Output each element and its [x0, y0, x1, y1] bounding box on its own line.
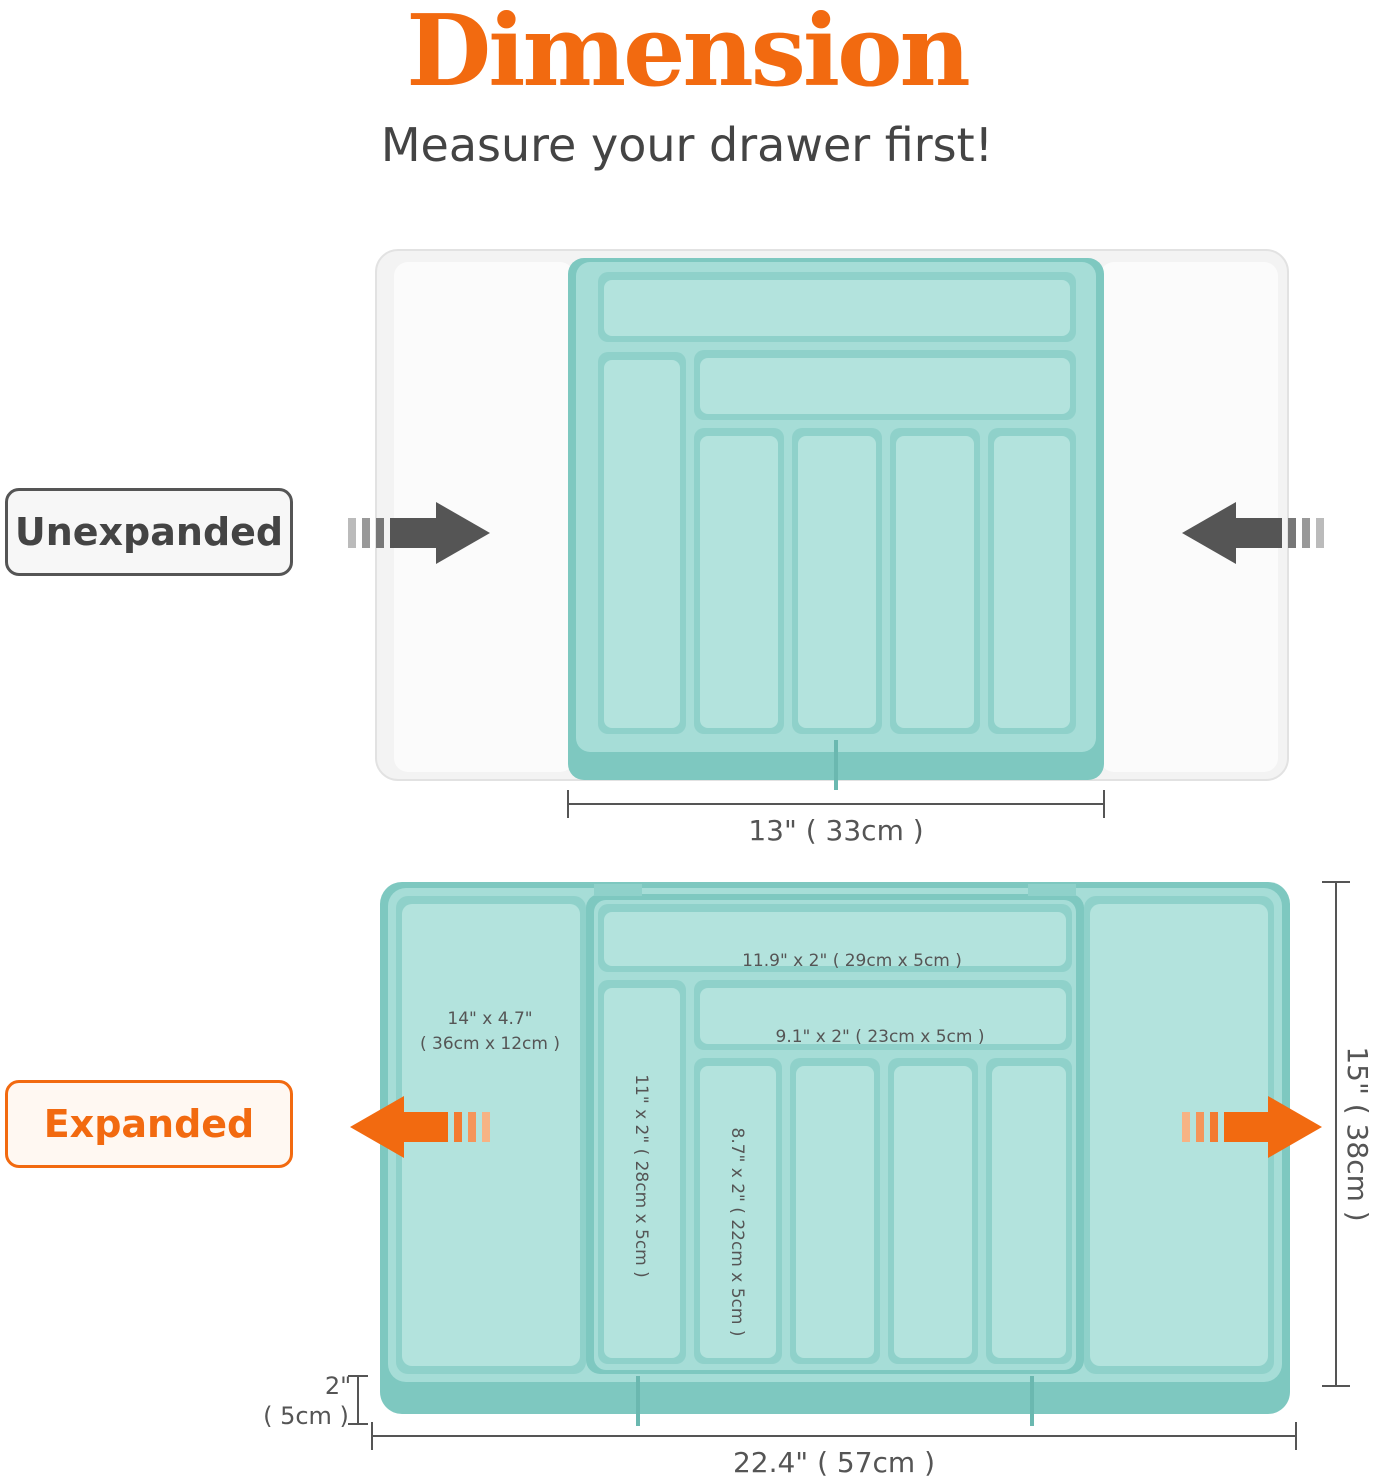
side-slot-label-line1: 14" x 4.7"	[447, 1009, 532, 1029]
collapse-arrow-left-icon	[348, 502, 490, 564]
unexpanded-tray	[375, 249, 1289, 790]
top-slot-label: 11.9" x 2" ( 29cm x 5cm )	[742, 951, 962, 971]
expand-arrow-left-icon	[350, 1096, 490, 1158]
expand-arrow-right-icon	[1182, 1096, 1322, 1158]
collapse-arrow-right-icon	[1182, 502, 1324, 564]
unexpanded-badge: Unexpanded	[5, 488, 293, 576]
page-subtitle: Measure your drawer first!	[380, 118, 994, 172]
expanded-badge: Expanded	[5, 1080, 293, 1168]
height-inch-label: 2"	[325, 1372, 351, 1400]
long-slot-label: 11" x 2" ( 28cm x 5cm )	[631, 1074, 651, 1278]
height-cm-label: ( 5cm )	[263, 1402, 349, 1430]
height-line	[348, 1375, 368, 1425]
expanded-tray	[380, 882, 1290, 1426]
middle-slot-label: 9.1" x 2" ( 23cm x 5cm )	[776, 1027, 985, 1047]
expanded-depth-line	[1322, 881, 1350, 1387]
unexpanded-width-label: 13" ( 33cm )	[748, 814, 923, 847]
expanded-width-line	[371, 1422, 1297, 1450]
utensil-slot-label: 8.7" x 2" ( 22cm x 5cm )	[727, 1128, 747, 1337]
page-title: Dimension	[406, 0, 971, 109]
unexpanded-width-line	[567, 790, 1105, 818]
expanded-width-label: 22.4" ( 57cm )	[733, 1446, 935, 1479]
side-slot-label-line2: ( 36cm x 12cm )	[420, 1034, 560, 1054]
expanded-depth-label: 15" ( 38cm )	[1341, 1046, 1374, 1221]
